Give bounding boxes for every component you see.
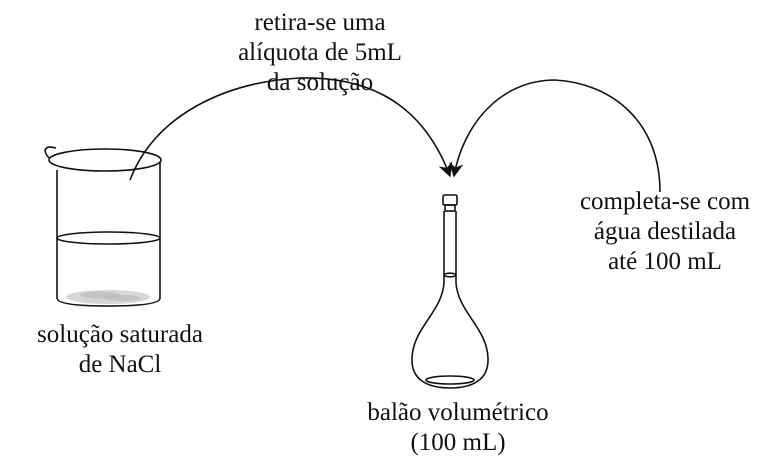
beaker-icon — [44, 146, 162, 307]
transfer-step-line1: retira-se uma — [254, 9, 386, 36]
dilution-step-line3: até 100 mL — [608, 248, 722, 275]
beaker-label-line1: solução saturada — [37, 321, 203, 348]
flask-label: balão volumétrico (100 mL) — [298, 398, 618, 458]
volumetric-flask-icon — [411, 194, 489, 389]
transfer-step-line3: da solução — [266, 69, 374, 96]
nacl-sediment — [66, 290, 150, 304]
dilution-arrow — [449, 79, 661, 193]
dilution-step-line2: água destilada — [593, 218, 737, 245]
transfer-step-label: retira-se uma alíquota de 5mL da solução — [140, 8, 500, 98]
transfer-arrow — [129, 77, 453, 181]
dilution-step-line1: completa-se com — [579, 188, 751, 215]
beaker-label-line2: de NaCl — [78, 351, 162, 378]
flask-label-line1: balão volumétrico — [367, 399, 549, 426]
flask-label-line2: (100 mL) — [410, 429, 506, 456]
dilution-step-label: completa-se com água destilada até 100 m… — [540, 187, 783, 277]
transfer-step-line2: alíquota de 5mL — [238, 39, 402, 66]
beaker-label: solução saturada de NaCl — [0, 320, 240, 380]
